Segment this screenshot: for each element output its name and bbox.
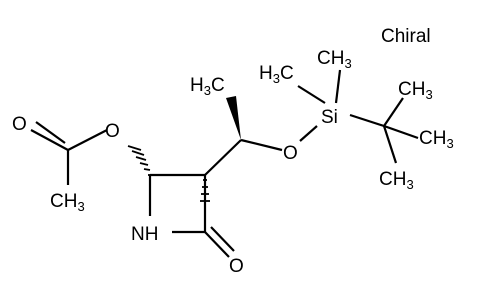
bond-acetyl-ester-o (67, 129, 108, 151)
silicon-label: Si (321, 107, 338, 128)
acetyl-carbonyl-oxygen-label: O (12, 114, 27, 135)
si-methyl-top-label: CH3 (317, 48, 352, 71)
bond-lactam-carbonyl-1 (204, 231, 230, 258)
wedge-bond-sidechain-methyl (226, 96, 241, 140)
bond-c3-sidechain (204, 139, 242, 176)
bond-si-methyl-1 (297, 85, 326, 104)
atom-labels: O O CH3 NH O O Si H3C H3C CH3 CH3 CH3 CH… (12, 48, 454, 277)
bond-sidechain-ether-o (240, 138, 283, 152)
bond-tbu-methyl-right (383, 124, 419, 140)
bond-lactam-carbonyl-2 (210, 226, 235, 252)
si-methyl-left-label: H3C (259, 63, 294, 86)
stereo-bonds (127, 96, 241, 202)
chiral-label: Chiral (381, 26, 431, 47)
bond-si-tbu (349, 113, 385, 128)
hashed-bond-c3-ring (200, 179, 210, 202)
bond-ether-o-si (299, 125, 318, 142)
tbu-methyl-right-label: CH3 (419, 128, 454, 151)
ester-oxygen-label: O (105, 121, 120, 142)
bond-si-methyl-2 (334, 69, 342, 104)
side-chain-methyl-label: H3C (190, 75, 225, 98)
tbu-methyl-bottom-label: CH3 (379, 169, 414, 192)
acetyl-methyl-label: CH3 (50, 191, 85, 214)
amide-nh-label: NH (131, 224, 158, 245)
hashed-bond-c4-ester-o (127, 145, 152, 176)
bond-acetyl-carbonyl-1 (30, 129, 69, 151)
bond-acetyl-carbonyl-2 (35, 121, 66, 144)
lactam-oxygen-label: O (229, 256, 244, 277)
bonds (30, 69, 419, 258)
bond-tbu-methyl-top (383, 97, 404, 127)
bond-tbu-methyl-bottom (382, 125, 398, 164)
ether-oxygen-label: O (283, 143, 298, 164)
tbu-methyl-top-label: CH3 (398, 79, 433, 102)
